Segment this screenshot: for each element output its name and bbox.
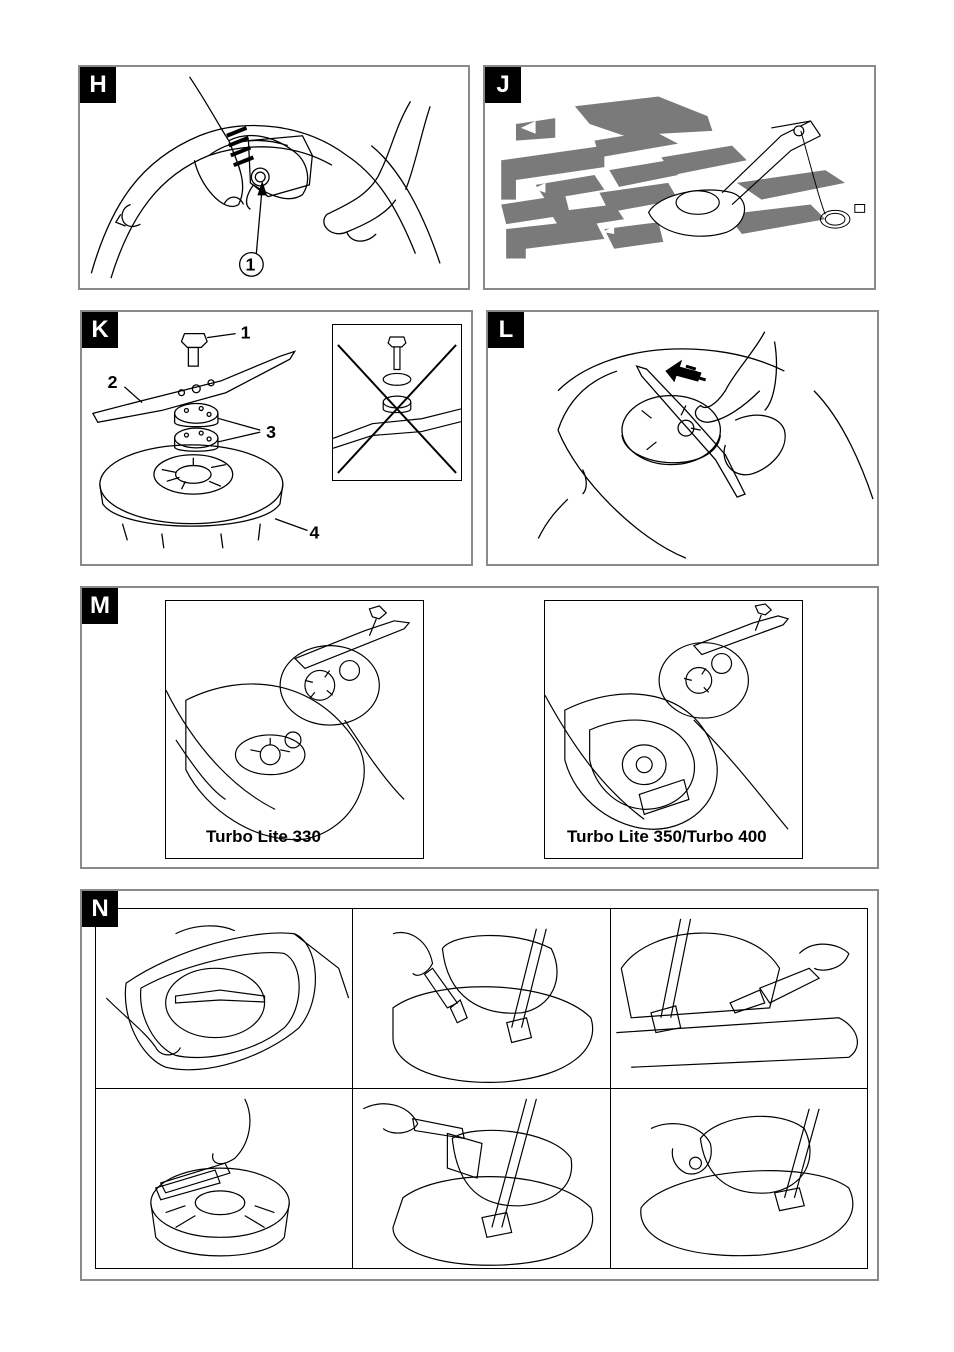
hand-icon xyxy=(105,925,236,1056)
panel-label-h: H xyxy=(80,67,116,103)
spacer-icon xyxy=(173,402,219,452)
variant-350-400-frame: Turbo Lite 350/Turbo 400 xyxy=(544,600,803,859)
panel-j: J xyxy=(483,65,876,290)
mower-icon xyxy=(647,120,821,237)
bolt-icon xyxy=(754,603,773,631)
cleaning-step-3 xyxy=(610,908,868,1089)
mower-icon xyxy=(392,1129,594,1266)
blade-icon xyxy=(174,989,266,1004)
illustration-h: 1 xyxy=(80,67,468,288)
panel-label-l: L xyxy=(488,312,524,348)
panel-label-j: J xyxy=(485,67,521,103)
cleaning-step-4 xyxy=(95,1088,353,1269)
spacer-icon xyxy=(284,731,302,749)
fan-icon xyxy=(621,744,667,786)
callout-k-2: 2 xyxy=(108,372,118,392)
panel-m: Turbo Lite 330 xyxy=(80,586,879,869)
fan-icon xyxy=(150,1167,290,1257)
callout-k-4: 4 xyxy=(309,522,319,542)
callout-h-1: 1 xyxy=(246,254,256,274)
hand-icon xyxy=(650,1123,712,1175)
cleaning-step-6 xyxy=(610,1088,868,1269)
panel-l: L xyxy=(486,310,879,566)
incorrect-assembly-inset xyxy=(332,324,462,481)
cross-out-icon xyxy=(337,344,457,474)
caption-turbo-lite-350-400: Turbo Lite 350/Turbo 400 xyxy=(567,827,767,846)
illustration-k: 1 2 3 xyxy=(82,312,471,564)
variant-330-frame: Turbo Lite 330 xyxy=(165,600,424,859)
fan-icon xyxy=(234,734,306,776)
bolt-icon xyxy=(387,336,407,371)
illustration-l xyxy=(488,312,877,564)
arrow-icon xyxy=(665,359,707,383)
panel-n: N xyxy=(80,889,879,1281)
brush-icon xyxy=(423,967,468,1024)
cleaning-step-5 xyxy=(352,1088,611,1269)
blade-icon xyxy=(692,615,790,656)
callout-k-1: 1 xyxy=(241,323,251,343)
caption-turbo-lite-330: Turbo Lite 330 xyxy=(206,827,321,846)
hand-icon xyxy=(212,1098,251,1165)
mower-icon xyxy=(616,932,858,1068)
brush-icon xyxy=(729,967,821,1014)
hand-icon xyxy=(323,101,431,242)
mower-icon xyxy=(392,934,594,1083)
illustration-j xyxy=(485,67,874,288)
brush-icon xyxy=(412,1117,483,1179)
brush-icon xyxy=(154,1162,231,1201)
spacer-icon xyxy=(711,652,733,675)
callout-k-3: 3 xyxy=(266,422,276,442)
blade-icon xyxy=(635,365,746,498)
cleaning-step-1 xyxy=(95,908,353,1089)
hand-icon xyxy=(363,1103,419,1134)
hand-icon xyxy=(694,331,786,476)
cable-icon xyxy=(800,130,866,229)
mower-icon xyxy=(640,1115,854,1257)
hand-icon xyxy=(188,76,309,210)
blade-icon xyxy=(293,620,411,670)
fan-icon xyxy=(279,645,380,726)
spacer-icon xyxy=(382,372,412,414)
bolt-icon xyxy=(180,333,208,367)
fan-icon xyxy=(658,642,750,719)
panel-k: 1 2 3 xyxy=(80,310,473,566)
panel-label-n: N xyxy=(82,891,118,927)
fan-icon xyxy=(165,967,266,1039)
cleaning-step-2 xyxy=(352,908,611,1089)
panel-label-m: M xyxy=(82,588,118,624)
hand-icon xyxy=(392,931,434,976)
fan-icon xyxy=(99,444,284,549)
panel-h: 1 H xyxy=(78,65,470,290)
stripe-icon xyxy=(226,126,255,168)
blade-icon xyxy=(91,350,297,423)
spacer-icon xyxy=(339,659,361,681)
mower-icon xyxy=(124,932,317,1071)
hand-icon xyxy=(798,943,850,971)
fan-icon xyxy=(621,395,722,466)
panel-label-k: K xyxy=(82,312,118,348)
mowing-path-icon xyxy=(501,96,846,259)
bolt-icon xyxy=(368,605,388,636)
